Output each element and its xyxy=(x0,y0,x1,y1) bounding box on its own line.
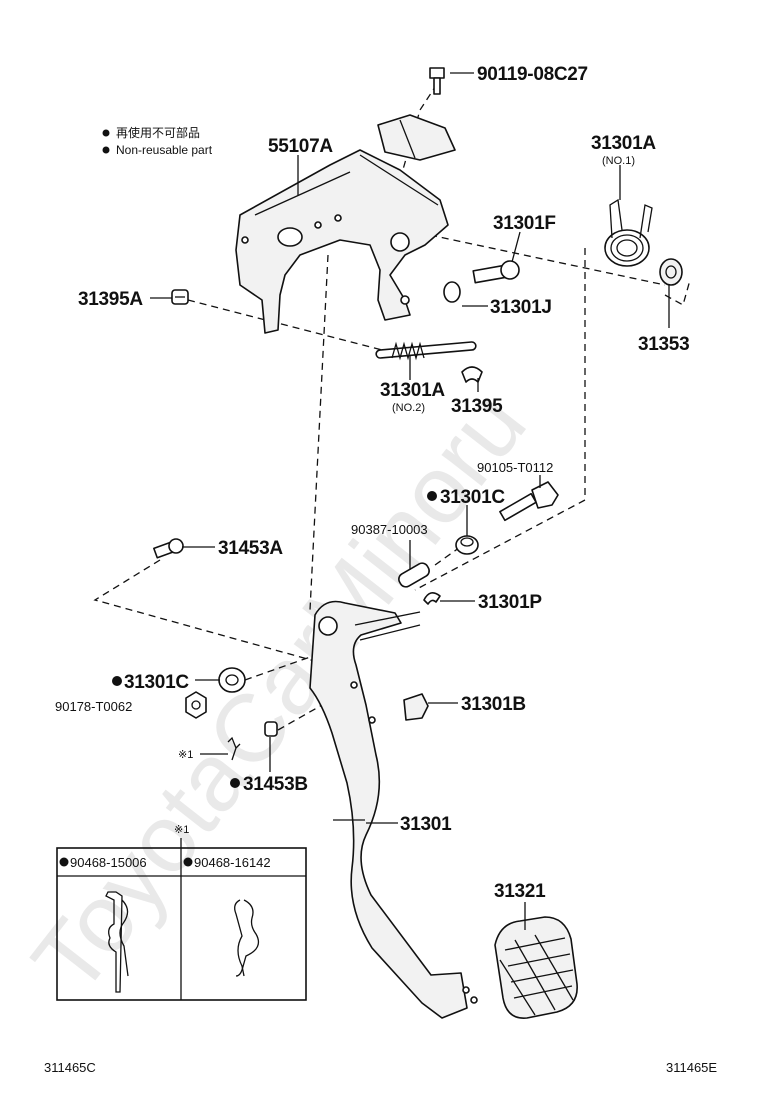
label-31301: 31301 xyxy=(400,814,452,835)
legend-line-1: 再使用不可部品 xyxy=(116,125,200,140)
label-ref-mark-box: ※1 xyxy=(174,824,189,836)
label-31301C-top: 31301C xyxy=(440,487,505,508)
label-90105: 90105-T0112 xyxy=(477,460,553,475)
clip-31301P-icon xyxy=(423,592,441,605)
table-col2-header: 90468-16142 xyxy=(194,855,271,870)
bullet-icon xyxy=(102,129,110,137)
legend-line-2: Non-reusable part xyxy=(116,143,213,157)
label-31301J: 31301J xyxy=(490,297,552,318)
assembly-lines xyxy=(93,83,691,731)
non-reusable-marker-icon xyxy=(59,857,69,867)
pin-31301F-icon xyxy=(472,260,520,284)
part-labels: 90119-08C27 55107A 31301A (NO.1) 31301F … xyxy=(55,64,690,902)
stopper-31301B-icon xyxy=(403,693,429,721)
label-ref-mark: ※1 xyxy=(178,749,193,761)
clip-31395-icon xyxy=(461,366,483,383)
label-31301A-no1-sub: (NO.1) xyxy=(602,155,635,167)
pedal-pad-31321-icon xyxy=(494,916,578,1019)
clip-15006-icon xyxy=(105,891,129,993)
label-31353: 31353 xyxy=(638,334,689,355)
label-55107A: 55107A xyxy=(268,136,333,157)
cover-plate-icon xyxy=(377,114,456,161)
non-reusable-marker-icon xyxy=(230,778,240,788)
label-31395: 31395 xyxy=(451,396,503,417)
label-31301B: 31301B xyxy=(461,694,526,715)
pin-ref-icon xyxy=(227,736,241,761)
cushion-31353-icon xyxy=(659,258,683,286)
spring-no1-icon xyxy=(604,198,653,267)
leader-lines xyxy=(150,72,670,930)
spring-no2-icon xyxy=(375,341,477,361)
footer-right-code: 311465E xyxy=(666,1060,717,1075)
stud-31453B-icon xyxy=(264,721,278,737)
non-reusable-marker-icon xyxy=(427,491,437,501)
bushing-31301C-left-icon xyxy=(218,667,246,693)
bullet-icon xyxy=(102,146,110,154)
label-31453B: 31453B xyxy=(243,774,308,795)
label-90119: 90119-08C27 xyxy=(477,64,588,85)
label-31301A-no2: 31301A xyxy=(380,380,445,401)
label-31395A: 31395A xyxy=(78,289,143,310)
label-31301C-left: 31301C xyxy=(124,672,189,693)
bushing-31301J-icon xyxy=(443,281,461,303)
non-reusable-marker-icon xyxy=(183,857,193,867)
watermark: ToyotaCarMinoru xyxy=(12,371,546,1013)
clip-table: 90468-15006 90468-16142 xyxy=(56,847,307,1001)
label-31301A-no2-sub: (NO.2) xyxy=(392,402,425,414)
footer-left-code: 311465C xyxy=(44,1060,96,1075)
label-90178: 90178-T0062 xyxy=(55,699,132,714)
pedal-arm-31301-icon xyxy=(309,600,478,1019)
non-reusable-marker-icon xyxy=(112,676,122,686)
bushing-31301C-top-icon xyxy=(455,535,479,555)
clip-16142-icon xyxy=(234,899,260,977)
label-31321: 31321 xyxy=(494,881,546,902)
table-col1-header: 90468-15006 xyxy=(70,855,147,870)
label-31301P: 31301P xyxy=(478,592,542,613)
label-31453A: 31453A xyxy=(218,538,283,559)
label-90387: 90387-10003 xyxy=(351,522,428,537)
bolt-90105-icon xyxy=(499,481,559,522)
bolt-90119-icon xyxy=(429,67,445,95)
clip-31395A-icon xyxy=(171,289,189,305)
stud-31453A-icon xyxy=(153,538,184,559)
label-31301F: 31301F xyxy=(493,213,556,234)
label-31301A-no1: 31301A xyxy=(591,133,656,154)
bracket-55107A-icon xyxy=(235,149,449,334)
nut-90178-icon xyxy=(185,691,207,719)
